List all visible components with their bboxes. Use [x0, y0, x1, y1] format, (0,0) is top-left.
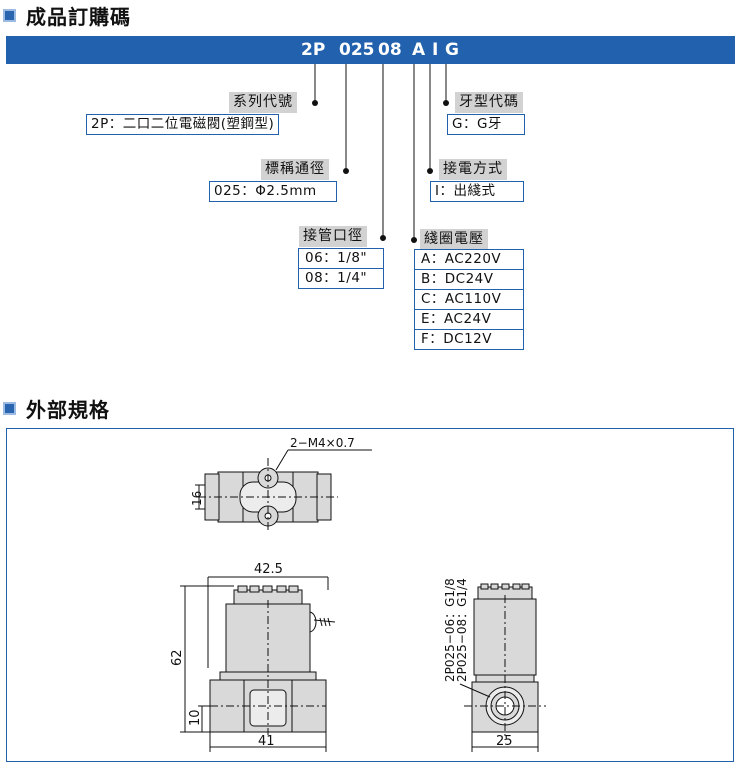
- port-label: 接管口徑: [299, 226, 367, 247]
- voltage-option: A：AC220V: [415, 250, 523, 270]
- series-value: 2P：二口二位電磁閥(塑鋼型): [86, 114, 280, 135]
- voltage-option: E：AC24V: [415, 310, 523, 330]
- front-view: [180, 576, 336, 752]
- port-note-06: 2P025−06：G1/8: [443, 578, 457, 682]
- code-series: 2P: [301, 40, 326, 60]
- port-table: 06：1/8" 08：1/4": [298, 248, 384, 289]
- leader-dot: [411, 237, 417, 243]
- port-note-08: 2P025−08：G1/4: [455, 578, 469, 682]
- connection-label: 接電方式: [439, 159, 507, 180]
- voltage-option: F：DC12V: [421, 331, 492, 347]
- dim-16: 16: [190, 491, 204, 506]
- order-section-title: 成品訂購碼: [26, 4, 131, 29]
- code-voltage: A: [412, 40, 426, 60]
- leader-dot: [443, 100, 449, 106]
- mount-hole-label: 2−M4×0.7: [290, 436, 355, 450]
- connection-value: I：出綫式: [430, 181, 524, 202]
- dim-10: 10: [188, 709, 203, 726]
- code-bore: 025: [339, 40, 375, 60]
- section-square-icon: [3, 8, 16, 22]
- dim-62: 62: [170, 649, 185, 666]
- voltage-option: C：AC110V: [415, 290, 523, 310]
- voltage-table: A：AC220V B：DC24V C：AC110V E：AC24V F：DC12…: [414, 249, 524, 350]
- dim-41: 41: [258, 734, 275, 749]
- section-square-icon: [3, 401, 16, 415]
- series-label: 系列代號: [229, 92, 297, 113]
- dimension-drawing-frame: [6, 428, 734, 762]
- bore-value: 025：Φ2.5mm: [209, 181, 337, 202]
- leader-dot: [343, 168, 349, 174]
- order-code-bar: 2P 025 08 A I G: [6, 36, 735, 64]
- code-thread: G: [445, 40, 459, 60]
- leader-dot: [312, 100, 318, 106]
- voltage-option: B：DC24V: [415, 270, 523, 290]
- side-view: [459, 583, 546, 752]
- voltage-label: 綫圈電壓: [420, 229, 488, 250]
- leader-dot: [380, 235, 386, 241]
- top-view: [195, 449, 372, 532]
- code-port: 08: [378, 40, 402, 60]
- dimension-section-title: 外部規格: [26, 397, 110, 422]
- port-option: 06：1/8": [299, 249, 383, 269]
- dimension-section-header: 外部規格: [0, 395, 110, 422]
- bore-label: 標稱通徑: [261, 159, 329, 180]
- dim-42-5: 42.5: [254, 562, 283, 577]
- thread-label: 牙型代碼: [455, 92, 523, 113]
- port-option: 08：1/4": [305, 270, 368, 286]
- leader-dot: [427, 168, 433, 174]
- order-code-leaders: [314, 64, 447, 240]
- dim-25: 25: [496, 734, 513, 749]
- thread-value: G：G牙: [447, 114, 525, 135]
- order-section-header: 成品訂購碼: [0, 2, 131, 29]
- code-connection: I: [432, 40, 439, 60]
